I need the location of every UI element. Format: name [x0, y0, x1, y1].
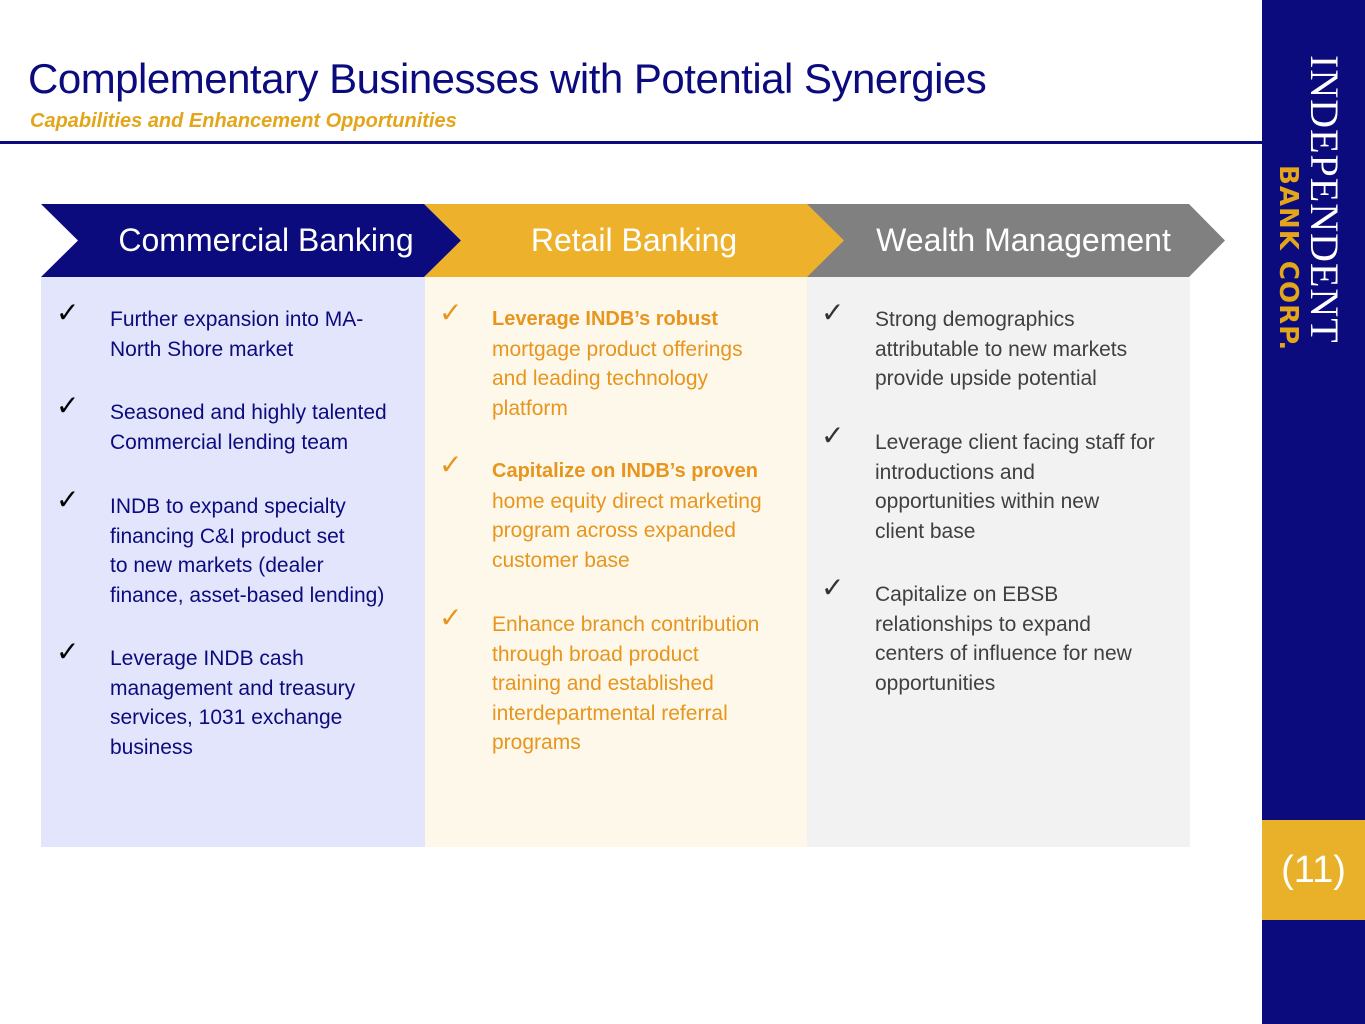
list-item-line: attributable to new markets — [875, 337, 1128, 361]
list-item: Strong demographics attributable to new … — [875, 305, 1127, 394]
list-item: Capitalize on EBSB relationships to expa… — [875, 580, 1132, 698]
page-number: (11) — [1262, 820, 1365, 920]
list-item-line: North Shore market — [110, 337, 294, 361]
list-item-line: INDB to expand specialty — [110, 495, 346, 518]
header-divider — [0, 141, 1262, 144]
checkmark-icon: ✓ — [56, 296, 80, 329]
checkmark-icon: ✓ — [56, 389, 80, 422]
list-item-line: business — [110, 735, 193, 759]
list-item-line: Enhance branch contribution — [492, 613, 760, 636]
panel-wealth-management: ✓ Strong demographics attributable to ne… — [807, 277, 1190, 847]
list-item-line: platform — [492, 396, 568, 420]
checkmark-icon: ✓ — [439, 601, 463, 634]
checkmark-icon: ✓ — [439, 296, 463, 329]
page-subtitle: Capabilities and Enhancement Opportuniti… — [30, 110, 457, 132]
checkmark-icon: ✓ — [56, 483, 80, 516]
list-item-lead: Leverage INDB’s robust — [492, 308, 718, 330]
checkmark-icon: ✓ — [821, 296, 845, 329]
list-item: Further expansion into MA- North Shore m… — [110, 305, 363, 364]
list-item-line: customer base — [492, 548, 630, 572]
list-item-line: management and treasury — [110, 676, 356, 700]
chevron-commercial-banking: Commercial Banking — [41, 204, 461, 277]
list-item: Enhance branch contribution through broa… — [492, 610, 759, 758]
chevron-wealth-management: Wealth Management — [806, 204, 1225, 277]
list-item-line: client base — [875, 519, 976, 543]
list-item-line: to new markets (dealer — [110, 554, 324, 577]
list-item: Leverage INDB’s robust mortgage product … — [492, 305, 743, 423]
panel-retail-banking: ✓ Leverage INDB’s robust mortgage produc… — [425, 277, 807, 847]
list-item-line: finance, asset-based lending) — [110, 583, 385, 607]
list-item-line: program across expanded — [492, 519, 736, 542]
logo-text-bank-corp: BANK CORP. — [1273, 165, 1303, 352]
checkmark-icon: ✓ — [439, 448, 463, 481]
list-item-lead: Capitalize on INDB’s proven — [492, 460, 758, 482]
list-item-line: Strong demographics — [875, 308, 1075, 331]
list-item-line: home equity direct marketing — [492, 489, 762, 513]
list-item-line: Leverage client facing staff for — [875, 431, 1155, 454]
checkmark-icon: ✓ — [821, 419, 845, 452]
chevron-retail-banking: Retail Banking — [424, 204, 844, 277]
checkmark-icon: ✓ — [56, 635, 80, 668]
list-item-line: mortgage product offerings — [492, 337, 743, 361]
panel-commercial-banking: ✓ Further expansion into MA- North Shore… — [41, 277, 425, 847]
list-item-line: programs — [492, 731, 581, 754]
checkmark-icon: ✓ — [821, 571, 845, 604]
list-item: Leverage INDB cash management and treasu… — [110, 644, 355, 762]
list-item-line: opportunities — [875, 671, 996, 695]
page-title: Complementary Businesses with Potential … — [28, 55, 987, 102]
list-item-line: introductions and — [875, 460, 1035, 484]
list-item-line: Further expansion into MA- — [110, 308, 364, 331]
list-item-line: relationships to expand — [875, 612, 1091, 636]
list-item: Leverage client facing staff for introdu… — [875, 428, 1155, 546]
list-item: INDB to expand specialty financing C&I p… — [110, 492, 384, 610]
list-item-line: financing C&I product set — [110, 524, 345, 548]
list-item-line: training and established — [492, 672, 714, 695]
column-title-retail-banking: Retail Banking — [530, 222, 738, 258]
list-item-line: centers of influence for new — [875, 642, 1132, 665]
column-title-commercial-banking: Commercial Banking — [118, 222, 414, 258]
list-item: Seasoned and highly talented Commercial … — [110, 398, 387, 457]
logo-text-independent: INDEPENDENT — [1302, 55, 1347, 344]
list-item-line: Commercial lending team — [110, 430, 349, 454]
list-item-line: Seasoned and highly talented — [110, 401, 387, 424]
list-item-line: services, 1031 exchange — [110, 706, 343, 729]
list-item-line: opportunities within new — [875, 490, 1100, 513]
list-item-line: Leverage INDB cash — [110, 647, 304, 670]
list-item-line: provide upside potential — [875, 367, 1097, 390]
list-item-line: and leading technology — [492, 367, 709, 390]
list-item-line: through broad product — [492, 642, 699, 666]
column-title-wealth-management: Wealth Management — [876, 222, 1171, 258]
list-item-line: interdepartmental referral — [492, 701, 728, 725]
list-item: Capitalize on INDB’s proven home equity … — [492, 457, 762, 575]
list-item-line: Capitalize on EBSB — [875, 583, 1059, 606]
